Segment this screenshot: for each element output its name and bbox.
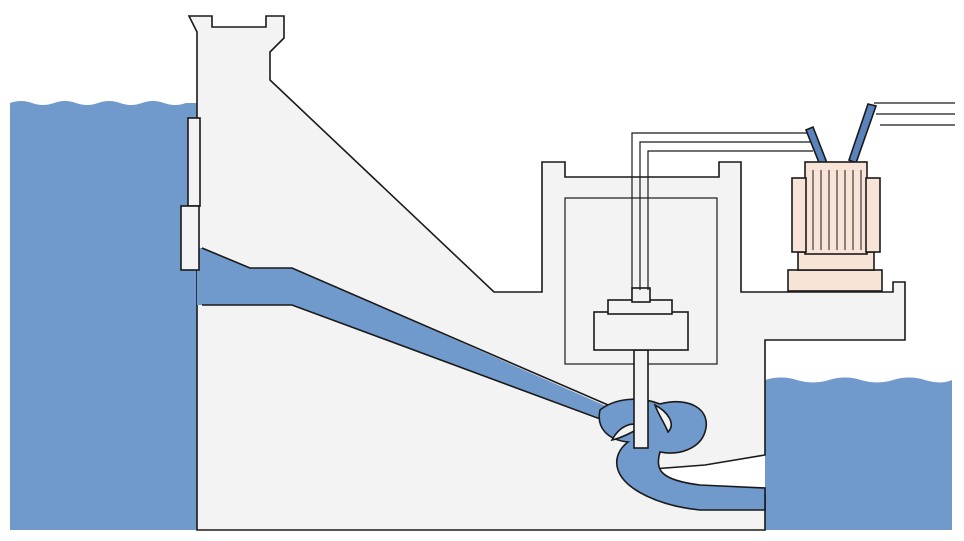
cable-3 bbox=[647, 150, 813, 290]
turbine-blade-right bbox=[653, 403, 672, 434]
power-lines bbox=[874, 102, 955, 126]
generator bbox=[593, 287, 689, 351]
transformer-fin-right bbox=[865, 177, 881, 253]
transformer-ribs bbox=[812, 170, 862, 250]
tailrace-water bbox=[765, 377, 952, 530]
tailrace bbox=[765, 377, 952, 530]
power-cables bbox=[631, 132, 813, 290]
reservoir bbox=[10, 101, 197, 530]
transformer-bushing-left bbox=[804, 125, 829, 166]
penstock-outline-bottom bbox=[202, 304, 604, 421]
generator-exciter bbox=[631, 287, 651, 303]
gate-panel bbox=[180, 205, 200, 271]
transformer bbox=[787, 103, 883, 292]
turbine-shaft bbox=[633, 349, 649, 449]
transformer-bushing-right bbox=[848, 103, 878, 165]
penstock-outline-top bbox=[201, 247, 616, 409]
transformer-base bbox=[787, 269, 883, 292]
cable-2 bbox=[639, 141, 813, 290]
reservoir-water bbox=[10, 101, 197, 530]
penstock-water bbox=[197, 248, 615, 418]
cable-1 bbox=[631, 132, 813, 290]
generator-housing bbox=[593, 311, 689, 351]
turbine bbox=[598, 349, 766, 511]
transformer-fin-left bbox=[791, 177, 807, 253]
transformer-body bbox=[804, 161, 868, 255]
penstock bbox=[197, 247, 616, 421]
intake-gate bbox=[180, 117, 201, 271]
gate-frame bbox=[187, 117, 201, 207]
